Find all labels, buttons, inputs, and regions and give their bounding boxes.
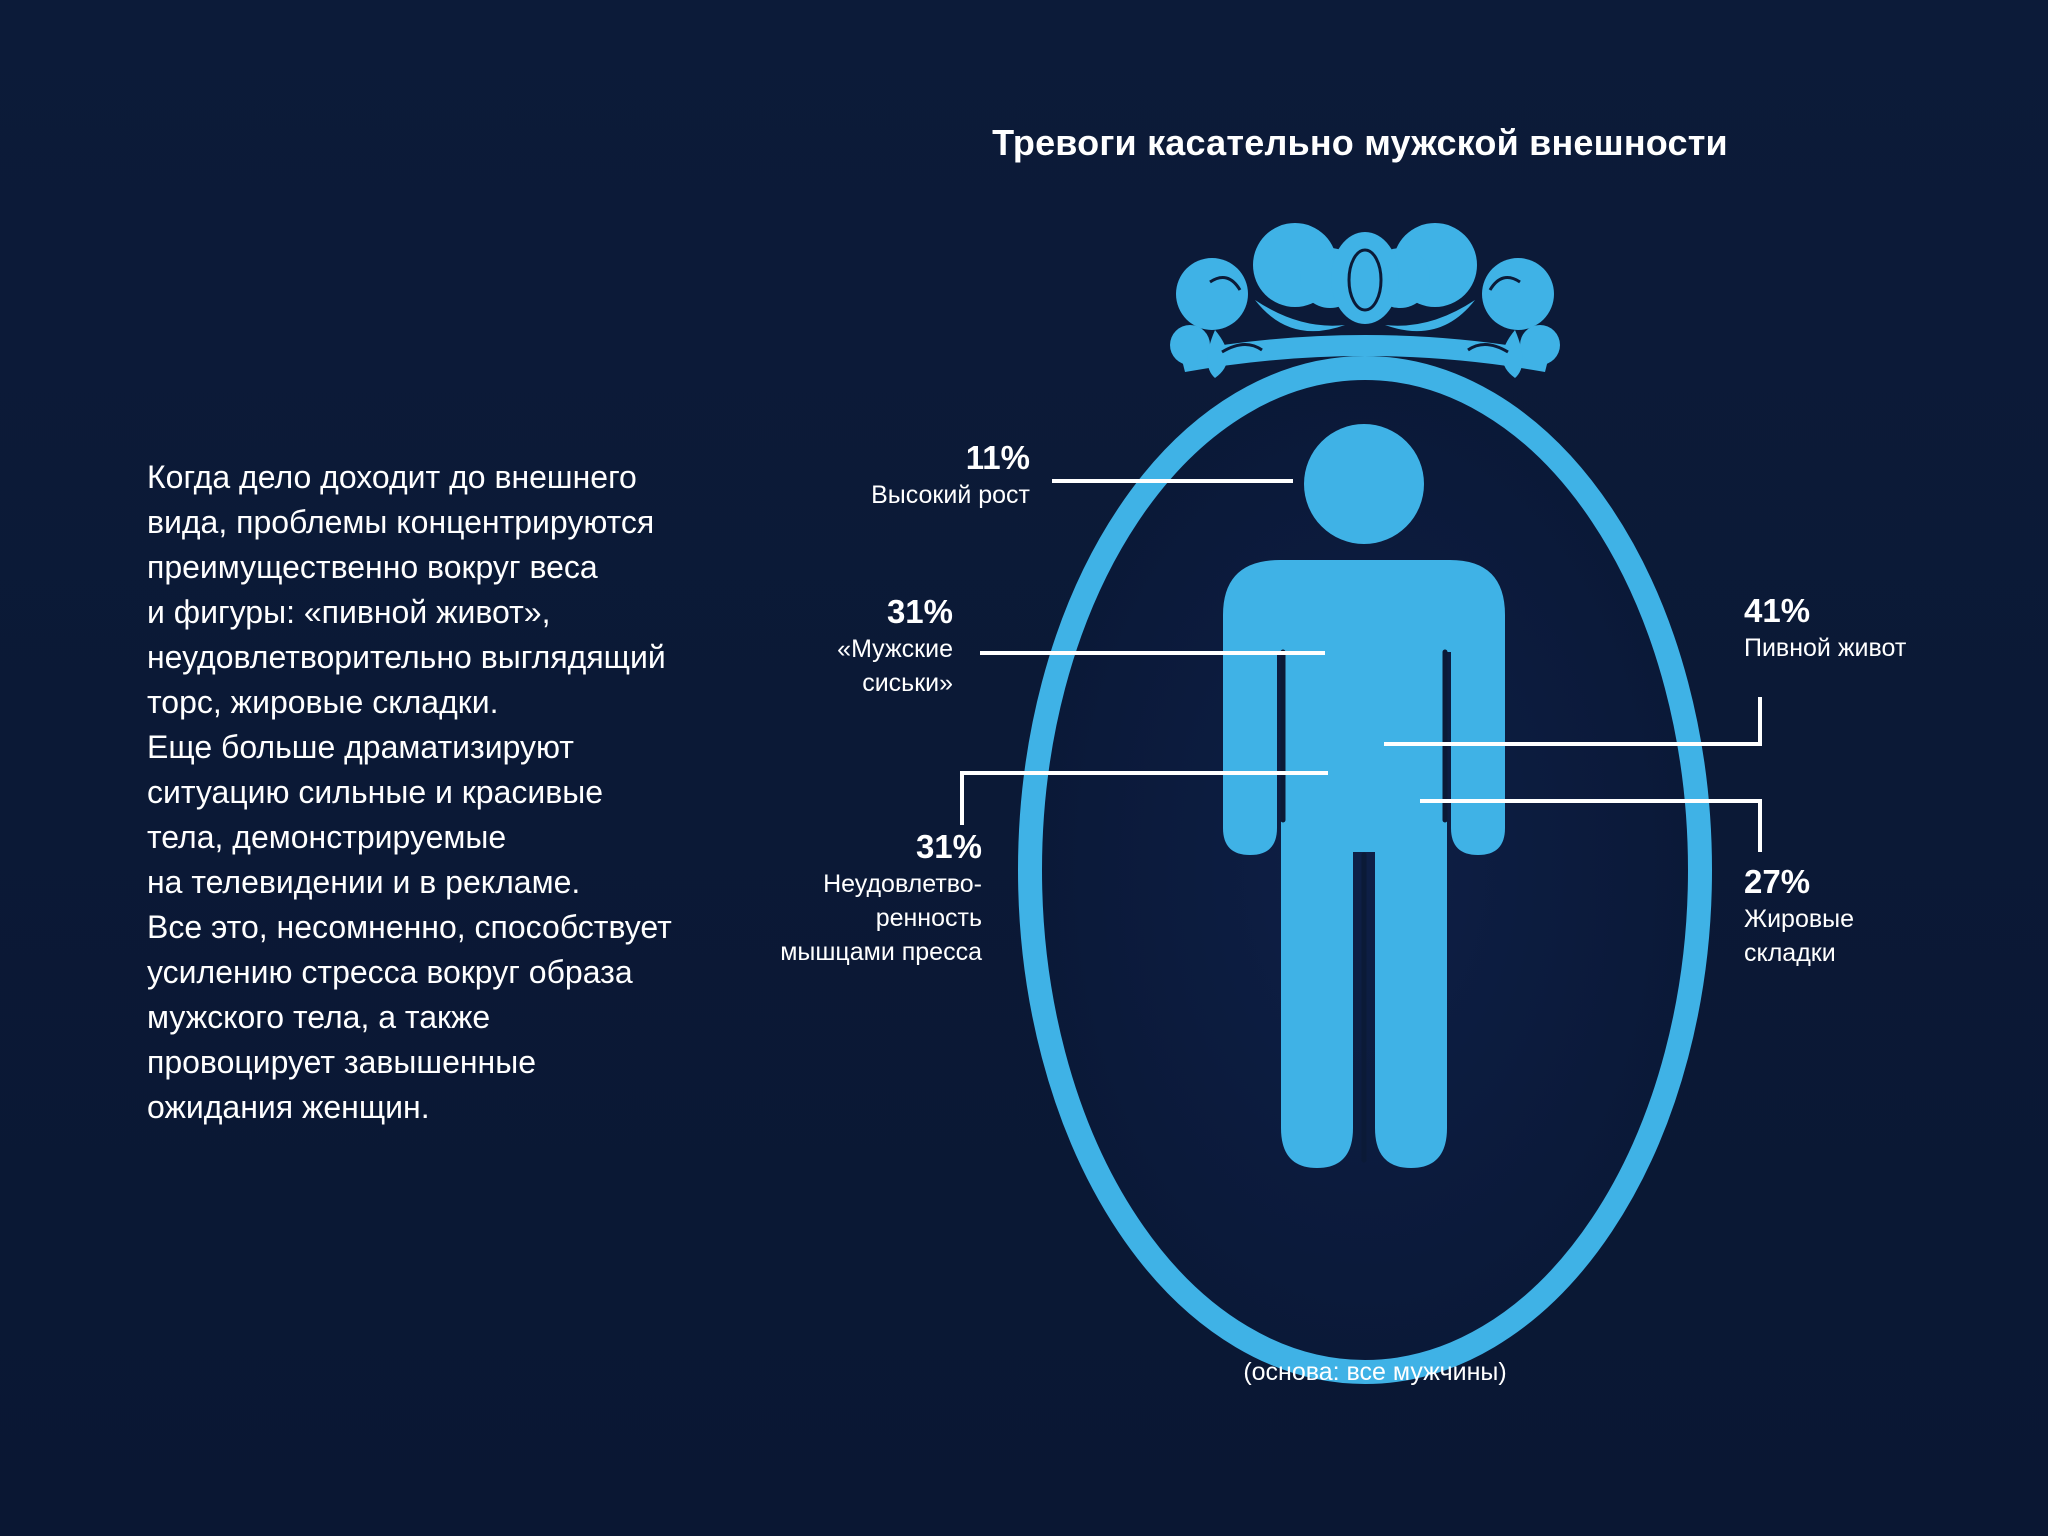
callout-belly-label: Пивной живот bbox=[1744, 634, 1907, 662]
callout-chest: 31% «Мужские сиськи» bbox=[700, 592, 953, 700]
callout-folds-label-line: Жировые bbox=[1744, 905, 1855, 933]
leader-abs bbox=[960, 771, 1328, 825]
chart-title: Тревоги касательно мужской внешности bbox=[992, 122, 1728, 163]
callout-height-label: Высокий рост bbox=[871, 481, 1030, 509]
callout-height-percent: 11% bbox=[965, 439, 1030, 476]
leader-lines bbox=[960, 479, 1762, 852]
callout-chest-percent: 31% bbox=[886, 593, 953, 630]
description-line: ожидания женщин. bbox=[147, 1089, 430, 1125]
callout-folds-label-line: складки bbox=[1744, 939, 1836, 967]
figure-torso bbox=[1223, 560, 1505, 1168]
description-text: Когда дело доходит до внешнего вида, про… bbox=[147, 455, 787, 1130]
description-line: тела, демонстрируемые bbox=[147, 819, 507, 855]
description-line: Все это, несомненно, способствует bbox=[147, 909, 672, 945]
description-line: Когда дело доходит до внешнего bbox=[147, 459, 637, 495]
callout-chest-label-line: «Мужские bbox=[837, 635, 953, 663]
description-line: ситуацию сильные и красивые bbox=[147, 774, 604, 810]
description-line: неудовлетворительно выглядящий bbox=[147, 639, 666, 675]
figure-head bbox=[1304, 424, 1424, 544]
description-line: усилению стресса вокруг образа bbox=[147, 954, 633, 990]
mirror-ornament bbox=[1170, 223, 1560, 378]
figure-contours bbox=[1280, 649, 1448, 1163]
description-line: и фигуры: «пивной живот», bbox=[147, 594, 551, 630]
leader-folds bbox=[1420, 799, 1762, 852]
callout-belly: 41% Пивной живот bbox=[1744, 591, 2024, 665]
callout-chest-label-line: сиськи» bbox=[862, 669, 953, 697]
callout-abs-label-line: Неудовлетво- bbox=[823, 870, 982, 898]
callout-folds: 27% Жировые складки bbox=[1744, 862, 2024, 970]
callout-abs-label-line: мышцами пресса bbox=[780, 938, 982, 966]
callout-belly-percent: 41% bbox=[1744, 592, 1811, 629]
leader-belly bbox=[1384, 697, 1762, 746]
description-line: мужского тела, а также bbox=[147, 999, 491, 1035]
description-line: преимущественно вокруг веса bbox=[147, 549, 598, 585]
footnote: (основа: все мужчины) bbox=[1243, 1358, 1507, 1386]
description-line: Еще больше драматизируют bbox=[147, 729, 574, 765]
callout-abs: 31% Неудовлетво- ренность мышцами пресса bbox=[700, 827, 982, 969]
callout-abs-percent: 31% bbox=[915, 828, 982, 865]
description-line: провоцирует завышенные bbox=[147, 1044, 536, 1080]
ornament-details bbox=[1209, 248, 1521, 354]
description-line: вида, проблемы концентрируются bbox=[147, 504, 655, 540]
callout-height: 11% Высокий рост bbox=[780, 438, 1030, 512]
description-line: на телевидении и в рекламе. bbox=[147, 864, 581, 900]
callout-abs-label-line: ренность bbox=[875, 904, 982, 932]
person-figure-icon bbox=[1223, 424, 1505, 1168]
callout-folds-percent: 27% bbox=[1744, 863, 1811, 900]
description-line: торс, жировые складки. bbox=[147, 684, 499, 720]
